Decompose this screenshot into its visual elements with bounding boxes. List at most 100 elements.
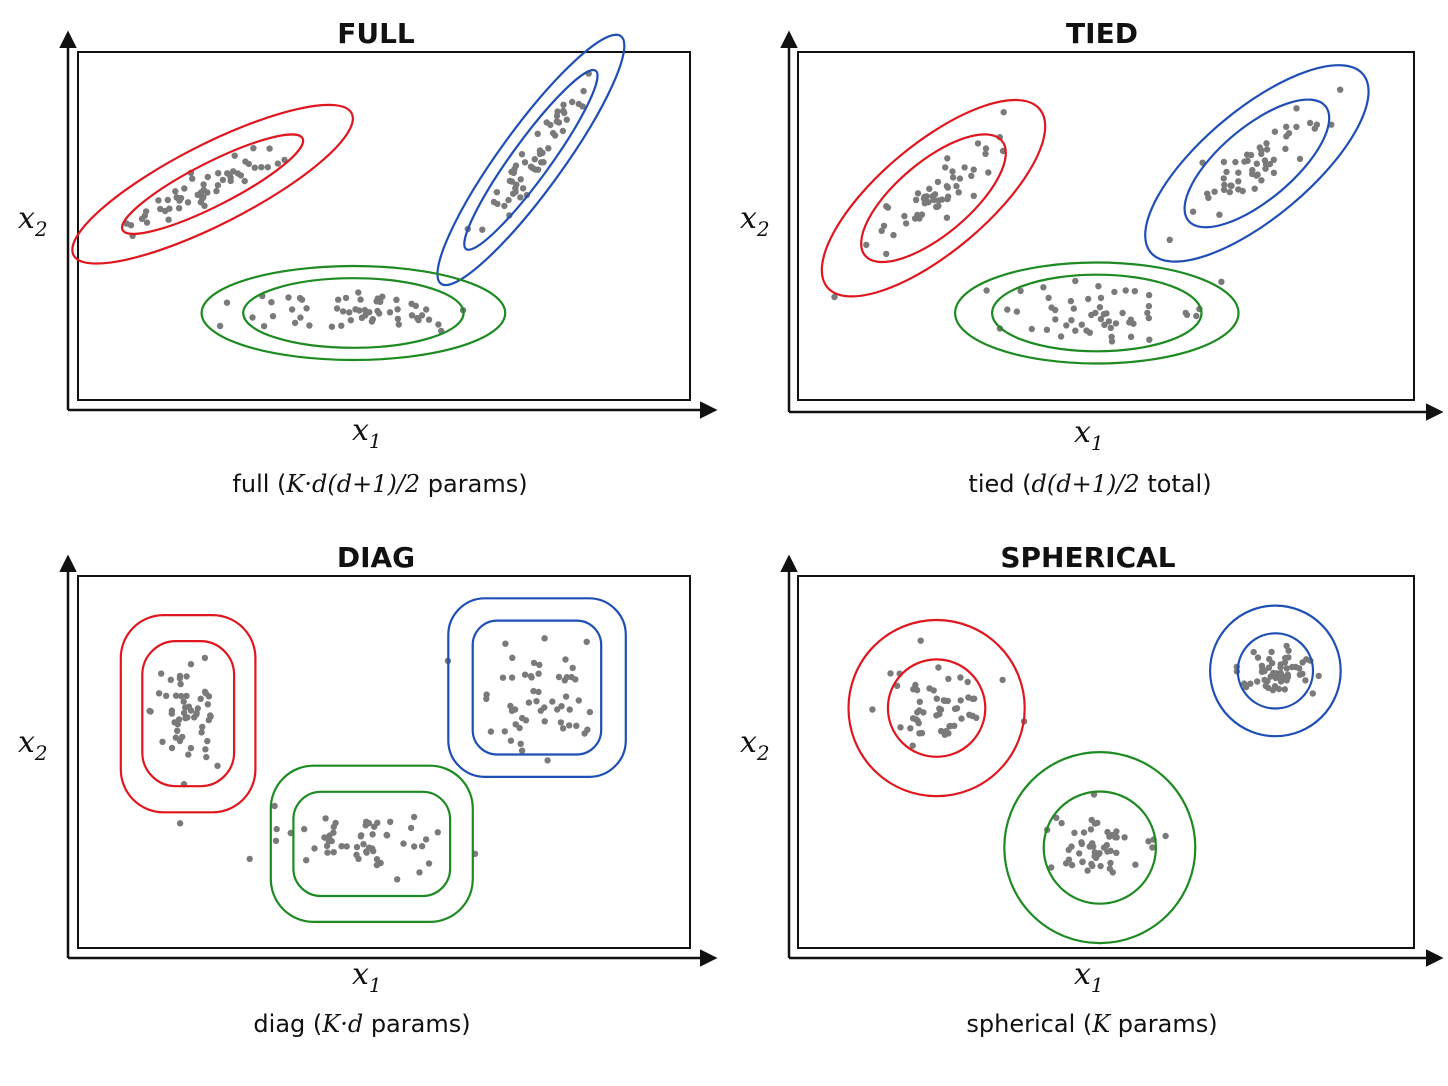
- data-point: [985, 169, 992, 176]
- outer-contour: [847, 618, 1026, 798]
- data-point: [912, 196, 920, 204]
- data-point: [1113, 849, 1120, 856]
- data-point: [216, 322, 224, 330]
- data-point: [1076, 850, 1083, 857]
- data-point: [168, 744, 176, 752]
- data-point: [1072, 277, 1079, 285]
- data-point: [1058, 819, 1065, 827]
- data-point: [949, 168, 956, 175]
- data-point: [501, 202, 508, 210]
- data-point: [545, 145, 552, 152]
- data-point: [918, 729, 926, 737]
- data-point: [1104, 828, 1111, 836]
- data-point: [1086, 329, 1094, 336]
- data-point: [573, 722, 580, 729]
- data-point: [521, 159, 529, 166]
- data-point: [1254, 678, 1261, 685]
- outer-contour: [1208, 604, 1342, 738]
- data-point: [1254, 654, 1262, 661]
- data-point: [264, 164, 271, 171]
- data-point: [502, 640, 509, 647]
- data-point: [533, 698, 540, 705]
- data-point: [127, 222, 135, 229]
- data-point: [373, 861, 381, 869]
- data-point: [143, 219, 151, 226]
- panel-full: FULL x2 x1 full (K·d(d+1)/2 params): [18, 17, 718, 498]
- data-point: [517, 176, 524, 183]
- data-point: [1063, 322, 1070, 329]
- data-point: [897, 724, 904, 731]
- data-point: [1145, 291, 1153, 299]
- data-point: [880, 222, 888, 229]
- data-point: [957, 697, 964, 704]
- data-point: [1089, 840, 1096, 847]
- data-point: [958, 715, 965, 722]
- data-point: [965, 694, 972, 701]
- data-point: [1146, 336, 1153, 343]
- data-point: [1263, 140, 1270, 147]
- inner-contour: [991, 273, 1203, 353]
- data-point: [541, 635, 548, 642]
- data-point: [204, 701, 211, 708]
- data-point: [214, 762, 221, 769]
- data-point: [890, 231, 897, 239]
- data-point: [393, 296, 400, 303]
- data-point: [155, 690, 163, 697]
- data-point: [202, 690, 210, 697]
- blue-cluster: [436, 33, 626, 287]
- data-point: [1109, 869, 1117, 876]
- data-point: [171, 719, 178, 726]
- data-point: [157, 205, 164, 213]
- data-point: [1108, 333, 1115, 340]
- data-point: [1043, 326, 1051, 333]
- data-point: [1273, 670, 1280, 677]
- inner-contour: [292, 790, 452, 898]
- data-point: [1127, 333, 1135, 340]
- data-point: [1211, 188, 1218, 195]
- data-point: [543, 119, 550, 126]
- red-cluster: [847, 618, 1028, 798]
- data-point: [907, 725, 914, 732]
- data-point: [1095, 283, 1102, 290]
- data-point: [311, 845, 318, 852]
- data-point: [915, 719, 922, 727]
- data-point: [949, 174, 957, 181]
- data-point: [575, 697, 582, 704]
- data-point: [945, 730, 952, 737]
- data-point: [303, 857, 310, 864]
- data-point: [407, 824, 415, 832]
- data-point: [869, 706, 876, 713]
- data-point: [1057, 333, 1065, 340]
- data-point: [163, 692, 170, 699]
- data-point: [246, 855, 253, 863]
- data-point: [266, 145, 273, 152]
- outer-contour: [447, 597, 627, 778]
- data-point: [933, 695, 940, 702]
- data-point: [522, 717, 530, 724]
- data-point: [242, 158, 249, 165]
- data-point: [1111, 831, 1119, 838]
- data-point: [909, 715, 917, 722]
- data-point: [1085, 295, 1092, 303]
- data-point: [953, 705, 961, 712]
- data-point: [1283, 665, 1291, 672]
- data-point: [1299, 670, 1306, 677]
- data-point: [176, 820, 184, 827]
- data-point: [1070, 305, 1078, 312]
- data-point: [357, 296, 364, 303]
- data-point: [1281, 686, 1289, 693]
- data-point: [204, 189, 211, 196]
- clusters-layer: [71, 33, 626, 362]
- x-axis-label: x1: [352, 413, 382, 453]
- data-point: [241, 177, 248, 185]
- data-point: [534, 166, 542, 173]
- data-point: [297, 314, 304, 321]
- red-cluster: [820, 98, 1047, 301]
- data-point: [176, 197, 183, 204]
- data-point: [1292, 663, 1299, 671]
- data-point: [1309, 690, 1317, 697]
- data-point: [1282, 654, 1289, 662]
- data-point: [1068, 317, 1075, 324]
- data-point: [369, 831, 376, 838]
- y-axis-label: x2: [18, 201, 48, 241]
